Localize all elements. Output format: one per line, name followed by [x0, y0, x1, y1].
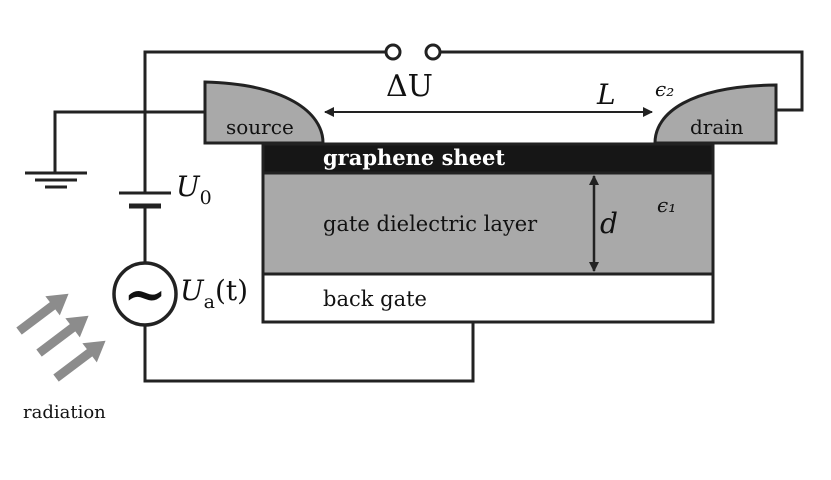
- wire-bottom: [143, 323, 475, 383]
- switch-terminal-right: [424, 43, 442, 61]
- switch-terminal-left: [384, 43, 402, 61]
- length-label: L: [596, 78, 616, 111]
- epsilon2-label: ϵ₂: [655, 77, 674, 101]
- graphene-label: graphene sheet: [323, 145, 505, 170]
- wire-ground: [53, 110, 205, 172]
- wire-top-left: [143, 50, 385, 193]
- dielectric-label: gate dielectric layer: [323, 212, 538, 236]
- dielectric-layer: [261, 171, 715, 276]
- source-contact: [203, 80, 325, 145]
- delta-u-label: ΔU: [386, 69, 433, 104]
- drain-label: drain: [690, 115, 744, 139]
- graphene-layer: [261, 142, 715, 175]
- back-gate-label: back gate: [323, 287, 427, 311]
- u0-label: U0: [176, 170, 212, 209]
- battery-icon: [119, 191, 171, 209]
- source-label: source: [226, 115, 294, 139]
- thickness-label: d: [600, 207, 618, 240]
- radiation-arrows-icon: [16, 293, 106, 382]
- epsilon1-label: ϵ₁: [657, 193, 676, 217]
- drain-contact: [653, 83, 778, 145]
- back-gate-layer: [261, 272, 715, 324]
- ac-source-icon: [112, 261, 178, 327]
- circuit-wires: [53, 50, 804, 383]
- ua-label: Ua(t): [180, 274, 248, 313]
- ac-symbol: ~: [123, 264, 167, 325]
- ground-icon: [25, 171, 87, 189]
- radiation-label: radiation: [23, 402, 106, 423]
- wire-top-right: [437, 50, 804, 112]
